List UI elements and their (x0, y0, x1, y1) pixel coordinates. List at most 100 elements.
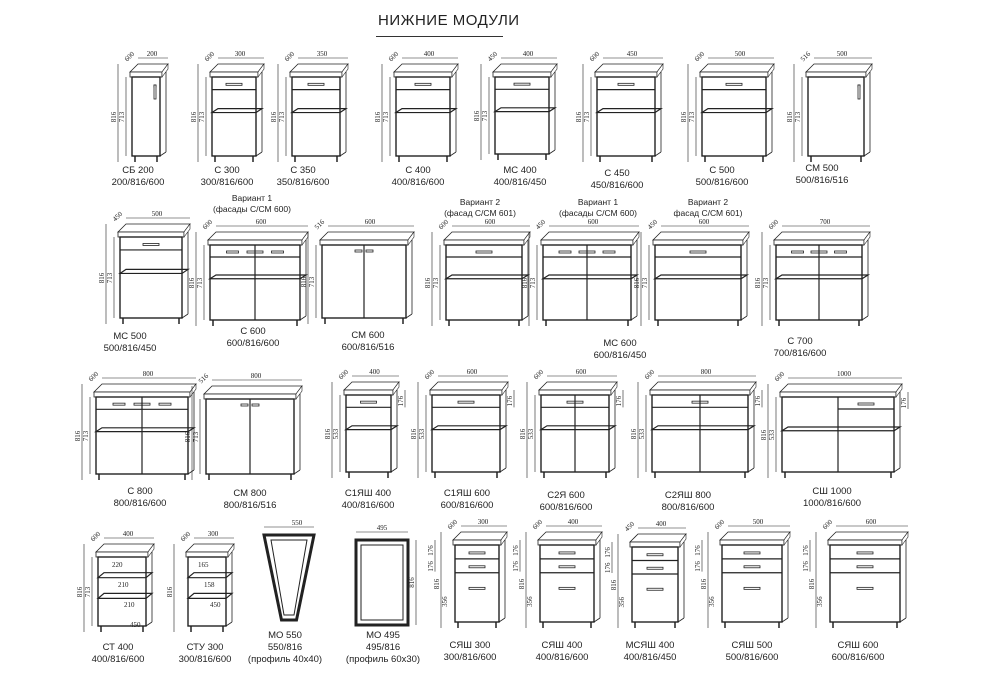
countertop-edge (629, 541, 681, 548)
leg-frame (354, 538, 410, 627)
width-dimension: 600 (365, 218, 376, 226)
countertop-edge (319, 239, 409, 246)
handle-icon (142, 243, 160, 246)
height-dimension: 816 (786, 111, 794, 122)
dimension-label: 210 (124, 601, 135, 609)
cabinet-body (395, 76, 451, 157)
handle-icon (857, 84, 861, 100)
drawer-height-dimension: 176 (512, 561, 520, 572)
module-note: (профиль 40х40) (247, 654, 323, 665)
countertop-side (161, 63, 169, 78)
cabinet-body (631, 546, 679, 623)
inner-height-dimension: 533 (527, 428, 535, 439)
height-dimension: 816 (575, 111, 583, 122)
inner-height-dimension: 713 (641, 277, 649, 288)
countertop-edge (393, 71, 453, 78)
module-size: 700/816/600 (773, 348, 827, 359)
cabinet-body (701, 76, 767, 157)
height-dimension: 816 (74, 430, 82, 441)
module-size: 500/816/600 (725, 652, 779, 663)
countertop-side (767, 63, 775, 78)
countertop (827, 531, 909, 541)
cabinet-body (345, 394, 392, 473)
drawer-height-dimension: 176 (615, 395, 623, 406)
shelf (492, 107, 558, 113)
module-size: 450/816/600 (590, 180, 644, 191)
side-edge (863, 151, 871, 157)
module-name: С 350 (290, 165, 316, 176)
variant-line2: фасад С/СМ 601) (673, 208, 743, 218)
countertop (319, 231, 415, 241)
height-dimension: 816 (754, 277, 762, 288)
width-dimension: 400 (523, 50, 534, 58)
handle-icon (689, 250, 707, 254)
countertop-side (901, 531, 909, 546)
height-dimension: 816 (374, 111, 382, 122)
handle-icon (457, 400, 475, 404)
depth-dimension: 600 (588, 50, 601, 63)
height-dimension: 816 (633, 277, 641, 288)
shelf (209, 107, 265, 114)
height-dimension: 816 (519, 428, 527, 439)
width-dimension: 400 (424, 50, 435, 58)
countertop (699, 63, 775, 73)
countertop (452, 531, 508, 541)
height-dimension: 816 (518, 578, 526, 589)
height-dimension: 816 (184, 431, 192, 442)
module-name: СТУ 300 (186, 642, 224, 653)
module-name: СМ 600 (351, 330, 385, 341)
handle-icon (743, 565, 761, 569)
countertop-edge (827, 539, 903, 546)
dimension-label: 450 (210, 601, 221, 609)
handle-icon (468, 551, 486, 555)
handle-icon (646, 587, 664, 591)
module-name: С2Я 600 (547, 490, 585, 501)
width-dimension: 300 (478, 518, 489, 526)
depth-dimension: 600 (89, 530, 102, 543)
module-name: СШ 1000 (812, 486, 852, 497)
module-name: С 800 (127, 486, 153, 497)
handle-icon (158, 402, 172, 406)
inner-height-dimension: 356 (441, 596, 449, 607)
side-edge (608, 467, 616, 473)
countertop-edge (289, 71, 343, 78)
side-edge (225, 621, 233, 627)
countertop (537, 531, 603, 541)
side-edge (159, 151, 167, 157)
height-dimension: 816 (424, 277, 432, 288)
height-dimension: 816 (110, 111, 118, 122)
countertop-side (610, 381, 618, 396)
module-name: С1ЯШ 400 (344, 488, 392, 499)
inner-height-dimension: 713 (196, 277, 204, 288)
variant-line2: (фасады С/СМ 600) (559, 208, 637, 218)
countertop-side (865, 63, 873, 78)
cabinet-body (211, 76, 257, 157)
depth-dimension: 600 (767, 218, 780, 231)
side-edge (654, 151, 662, 157)
countertop-edge (95, 551, 149, 558)
width-dimension: 500 (837, 50, 848, 58)
countertop-side (679, 533, 687, 548)
module-name: С 300 (214, 165, 240, 176)
width-dimension: 600 (576, 368, 587, 376)
side-edge (747, 467, 755, 473)
width-dimension: 600 (866, 518, 877, 526)
handle-icon (468, 565, 486, 569)
countertop-edge (652, 239, 744, 246)
handle-icon (475, 250, 493, 254)
module-size: 600/816/600 (539, 502, 593, 513)
